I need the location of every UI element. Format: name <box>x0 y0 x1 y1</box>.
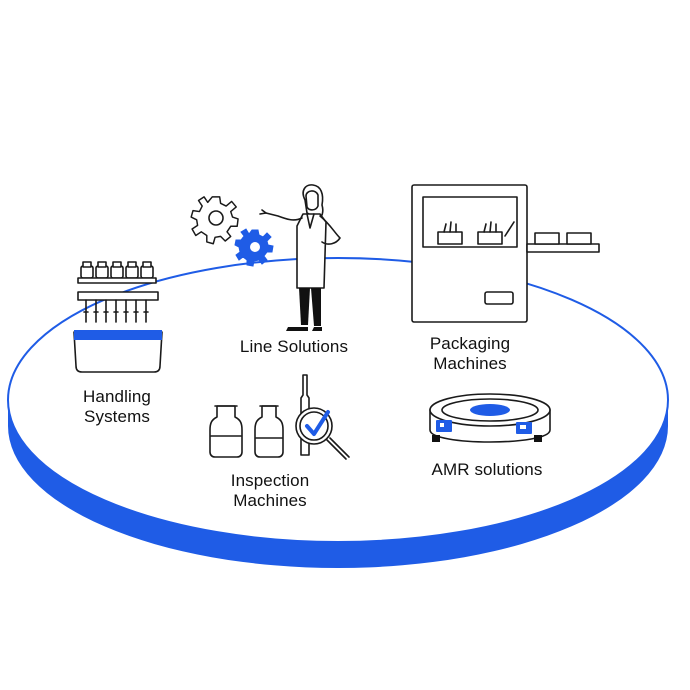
packaging-machine-icon <box>411 184 600 323</box>
label-inspection-machines: Inspection Machines <box>230 471 310 510</box>
label-amr-solutions: AMR solutions <box>431 460 543 479</box>
platform-disc <box>7 257 669 568</box>
person-icon <box>259 184 341 331</box>
vial-icon <box>254 405 284 458</box>
label-line-solutions: Line Solutions <box>239 337 349 356</box>
vial-rack-icon <box>73 261 163 373</box>
gear-icon <box>234 228 274 267</box>
gear-icon <box>190 196 239 245</box>
label-packaging-machines: Packaging Machines <box>429 334 511 373</box>
label-handling-systems: Handling Systems <box>83 387 151 426</box>
magnifier-check-icon <box>295 374 350 460</box>
robot-vacuum-icon <box>429 393 551 443</box>
vial-icon <box>209 405 243 458</box>
